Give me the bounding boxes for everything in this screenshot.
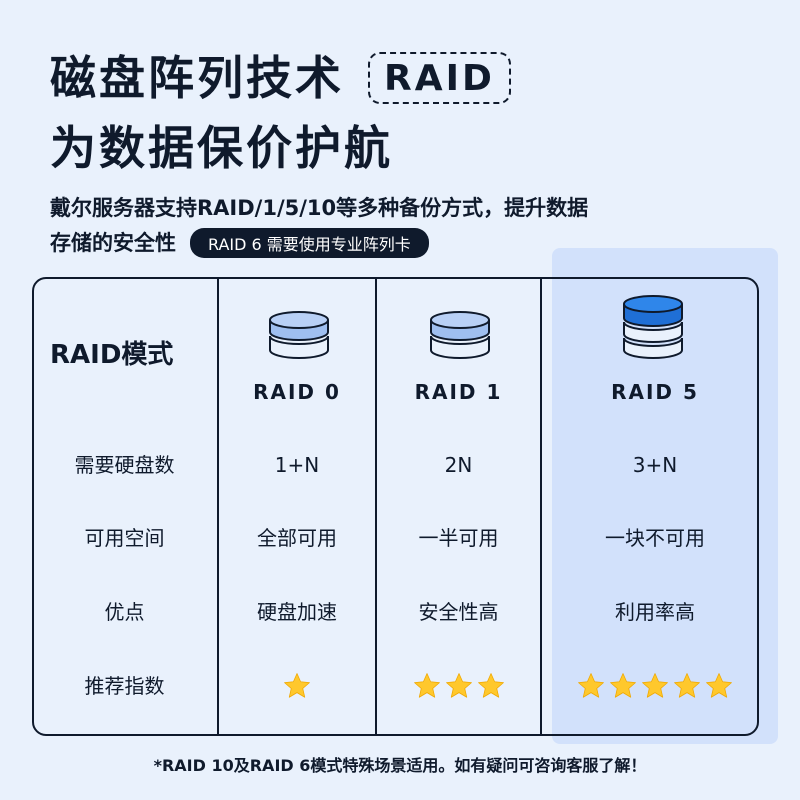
subtitle-line1: 戴尔服务器支持RAID/1/5/10等多种备份方式，提升数据 xyxy=(50,196,589,220)
raid0-space: 全部可用 xyxy=(257,526,337,550)
subtitle-row: 存储的安全性 RAID 6 需要使用专业阵列卡 xyxy=(50,228,429,258)
title-row: 磁盘阵列技术 RAID xyxy=(50,48,511,108)
column-divider xyxy=(375,277,377,736)
raid5-disks: 3+N xyxy=(632,453,678,477)
row-label-rating: 推荐指数 xyxy=(84,674,165,698)
column-header-raid0: RAID 0 xyxy=(253,380,341,404)
raid1-space: 一半可用 xyxy=(418,526,499,550)
star-icon xyxy=(445,673,472,698)
page-title: 磁盘阵列技术 xyxy=(50,51,344,105)
raid5-advantage: 利用率高 xyxy=(615,600,695,624)
column-header-raid5: RAID 5 xyxy=(611,380,699,404)
disk-stack-icon xyxy=(269,311,329,359)
row-label-disks: 需要硬盘数 xyxy=(74,453,175,477)
star-icon xyxy=(610,673,636,698)
star-icon xyxy=(477,673,504,698)
raid1-advantage: 安全性高 xyxy=(418,600,499,624)
raid1-disks: 2N xyxy=(444,453,473,477)
row-label-space: 可用空间 xyxy=(84,526,165,550)
raid5-space: 一块不可用 xyxy=(605,526,705,550)
footnote: *RAID 10及RAID 6模式特殊场景适用。如有疑问可咨询客服了解！ xyxy=(153,756,647,775)
raid0-advantage: 硬盘加速 xyxy=(257,600,337,624)
comparison-table xyxy=(32,277,759,736)
star-icon xyxy=(578,673,604,698)
raid-mode-label: RAID模式 xyxy=(50,340,174,370)
raid5-rating xyxy=(552,671,758,701)
star-icon xyxy=(642,673,668,698)
raid6-note-pill: RAID 6 需要使用专业阵列卡 xyxy=(190,228,429,258)
star-icon xyxy=(706,673,732,698)
column-divider xyxy=(217,277,219,736)
disk-stack-icon xyxy=(430,311,490,359)
star-icon xyxy=(284,673,310,698)
star-icon xyxy=(413,673,440,698)
column-divider xyxy=(540,277,542,736)
column-header-raid1: RAID 1 xyxy=(414,380,503,404)
star-icon xyxy=(674,673,700,698)
raid0-rating xyxy=(219,671,375,701)
raid1-rating xyxy=(377,671,540,701)
raid-badge: RAID xyxy=(368,52,511,104)
disk-stack-icon xyxy=(623,295,683,359)
page-title-line2: 为数据保价护航 xyxy=(50,121,393,175)
row-label-advantage: 优点 xyxy=(104,600,145,624)
raid0-disks: 1+N xyxy=(274,453,320,477)
subtitle-line2: 存储的安全性 xyxy=(50,231,176,255)
